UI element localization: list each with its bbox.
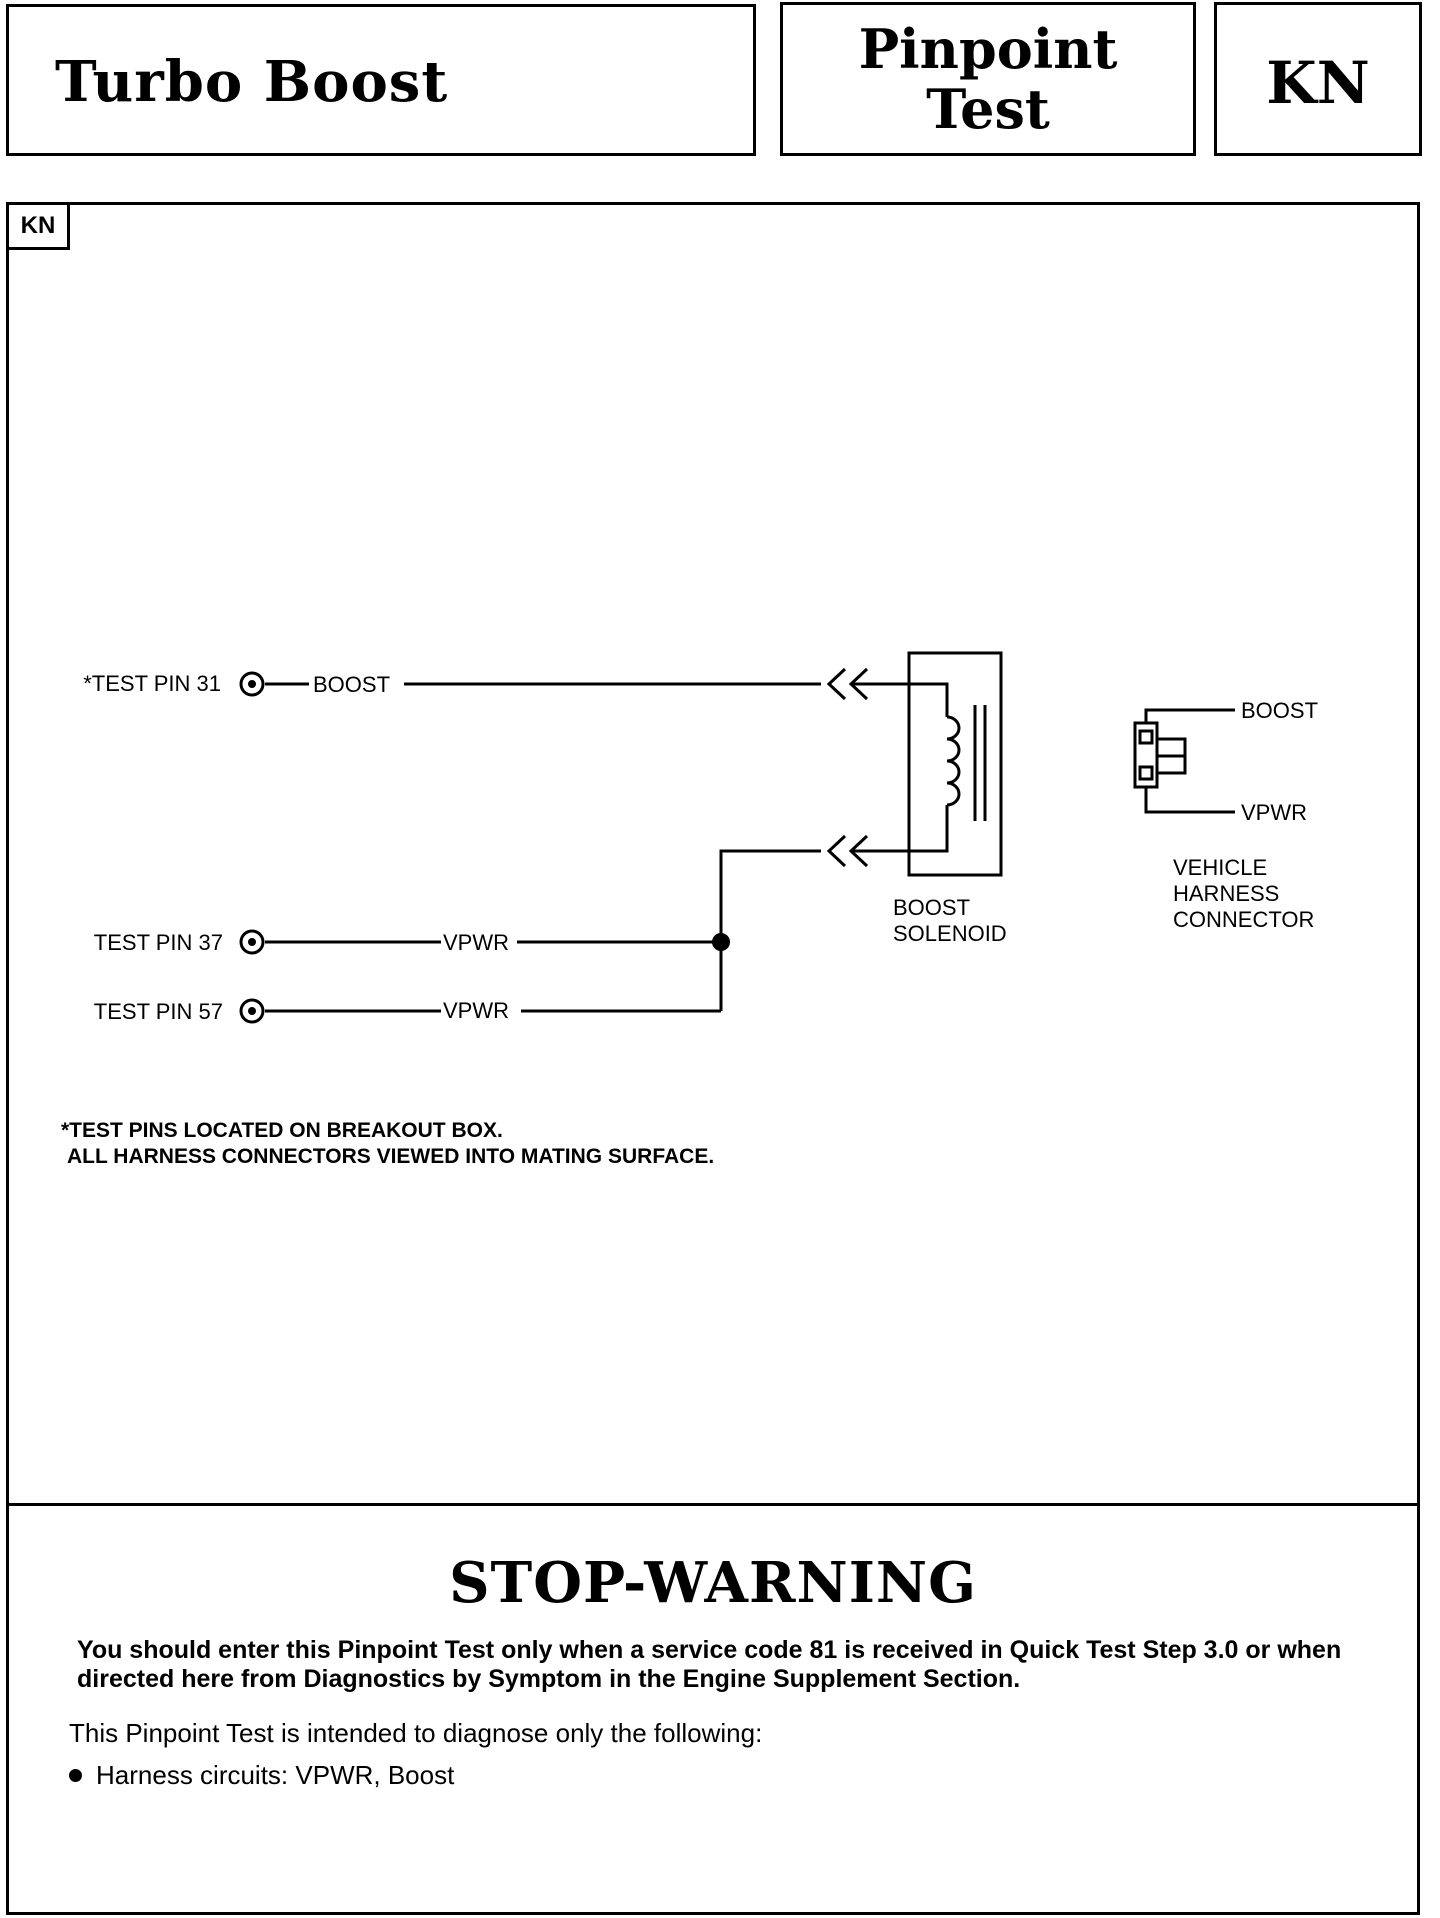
connector-wire-bottom-label: VPWR	[1241, 800, 1307, 825]
test-pin-37-wire-label: VPWR	[443, 930, 509, 955]
wiring-diagram: *TEST PIN 31 BOOST TEST PIN 37 VPWR TEST…	[61, 651, 1318, 1168]
test-code-box: KN	[1214, 2, 1422, 156]
test-pin-31-wire-label: BOOST	[313, 672, 390, 697]
scope-bullet-text: Harness circuits: VPWR, Boost	[96, 1760, 455, 1790]
solenoid-label-line2: SOLENOID	[893, 921, 1007, 946]
connector-chevron-2a	[826, 834, 847, 868]
title-box: Turbo Boost	[6, 4, 756, 156]
connector-label-line1: VEHICLE	[1173, 855, 1267, 880]
splice-dot	[712, 933, 730, 951]
test-pin-37-label: TEST PIN 37	[94, 930, 223, 955]
test-type-line2: Test	[926, 77, 1050, 141]
connector-wire-bottom	[1144, 787, 1235, 814]
connector-label-line3: CONNECTOR	[1173, 907, 1314, 932]
solenoid-coil-wire	[909, 682, 949, 853]
solenoid-coil	[946, 715, 961, 807]
solenoid-label-line1: BOOST	[893, 895, 970, 920]
scope-paragraph: This Pinpoint Test is intended to diagno…	[69, 1718, 763, 1748]
warning-title: STOP-WARNING	[449, 1550, 977, 1616]
note-line2: ALL HARNESS CONNECTORS VIEWED INTO MATIN…	[67, 1145, 714, 1168]
bullet-icon	[69, 1768, 82, 1782]
harness-connector-pin-top	[1138, 729, 1154, 745]
harness-connector-pin-bottom	[1138, 765, 1154, 781]
warning-paragraph: You should enter this Pinpoint Test only…	[77, 1636, 1342, 1693]
scope-bullet: Harness circuits: VPWR, Boost	[69, 1760, 454, 1791]
test-pin-31-label: *TEST PIN 31	[83, 671, 221, 696]
test-type-box: Pinpoint Test	[780, 2, 1196, 156]
connector-wire-top-label: BOOST	[1241, 698, 1318, 723]
harness-connector-body	[1133, 721, 1159, 789]
page-title: Turbo Boost	[55, 49, 449, 115]
panel-tag: KN	[6, 202, 70, 250]
wire-vpwr-junction	[719, 849, 821, 1011]
test-pin-57-label: TEST PIN 57	[94, 999, 223, 1024]
warning-panel: STOP-WARNING You should enter this Pinpo…	[6, 1503, 1420, 1915]
connector-chevron-1a	[826, 667, 847, 701]
test-code: KN	[1266, 49, 1370, 117]
note-line1: *TEST PINS LOCATED ON BREAKOUT BOX.	[61, 1119, 503, 1142]
connector-label-line2: HARNESS	[1173, 881, 1279, 906]
test-type-line1: Pinpoint	[858, 17, 1118, 81]
connector-wire-top	[1144, 708, 1235, 723]
diagram-panel: KN	[6, 202, 1420, 1506]
solenoid-box	[907, 651, 1003, 877]
test-pin-57-wire-label: VPWR	[443, 998, 509, 1023]
